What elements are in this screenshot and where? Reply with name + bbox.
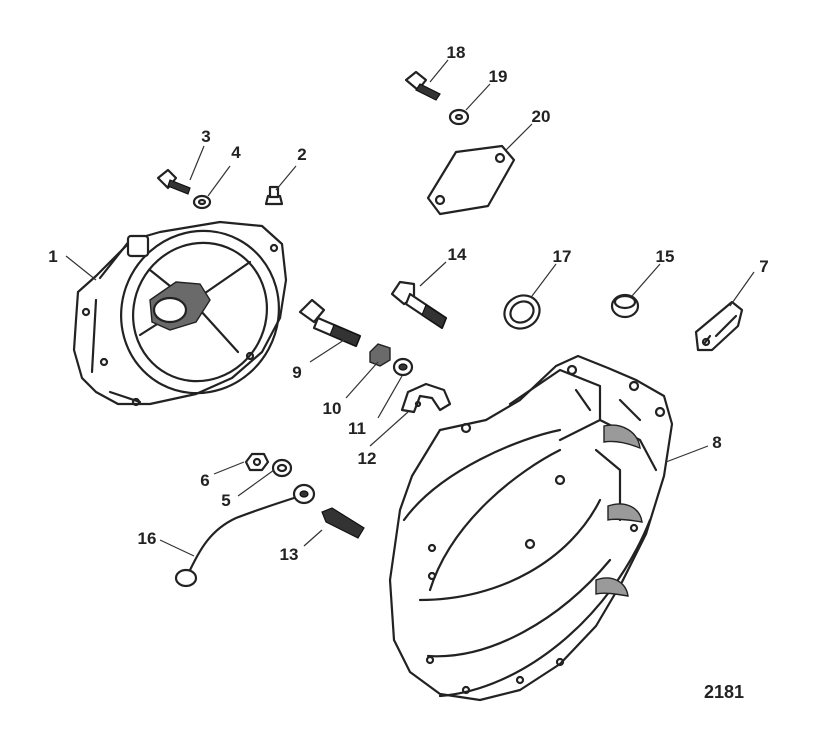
- leader-lines: [65, 59, 755, 557]
- part-1-housing-cover: [72, 220, 288, 407]
- callout-16: 16: [138, 529, 157, 548]
- part-19-washer: [448, 108, 470, 126]
- callout-11: 11: [348, 419, 366, 438]
- part-10-nut: [369, 343, 391, 367]
- callout-9: 9: [292, 363, 301, 382]
- part-5-washer: [271, 458, 293, 478]
- part-7-bracket: [694, 300, 744, 352]
- part-12-clamp: [400, 382, 452, 414]
- part-20-cover-plate: [426, 144, 516, 216]
- part-4-washer: [192, 194, 212, 210]
- callout-1: 1: [48, 247, 57, 266]
- callout-3: 3: [201, 127, 210, 146]
- part-18-bolt: [404, 70, 441, 101]
- part-15-plug: [610, 293, 640, 319]
- callout-labels: 1 2 3 4 5 6 7 8 9 10 11 12 13 14 15 16 1…: [48, 43, 768, 564]
- callout-17: 17: [553, 247, 572, 266]
- part-2-fitting: [264, 185, 284, 206]
- callout-8: 8: [712, 433, 721, 452]
- callout-5: 5: [221, 491, 230, 510]
- callout-7: 7: [759, 257, 768, 276]
- callout-6: 6: [200, 471, 209, 490]
- part-17-plug: [503, 294, 541, 330]
- part-6-nut: [244, 452, 270, 472]
- part-11-washer: [392, 357, 414, 377]
- figure-number: 2181: [704, 682, 744, 702]
- callout-2: 2: [297, 145, 306, 164]
- callout-12: 12: [358, 449, 377, 468]
- part-13-stud: [321, 507, 365, 539]
- callout-15: 15: [656, 247, 675, 266]
- callout-10: 10: [323, 399, 342, 418]
- part-14-bolt: [390, 280, 448, 330]
- part-9-bolt: [298, 298, 362, 348]
- part-16-ground-strap: [174, 483, 316, 588]
- part-3-bolt: [156, 168, 191, 195]
- callout-4: 4: [231, 143, 241, 162]
- callout-14: 14: [448, 245, 467, 264]
- callout-13: 13: [280, 545, 299, 564]
- callout-20: 20: [532, 107, 551, 126]
- part-8-flywheel-housing: [388, 354, 674, 702]
- callout-19: 19: [489, 67, 508, 86]
- callout-18: 18: [447, 43, 466, 62]
